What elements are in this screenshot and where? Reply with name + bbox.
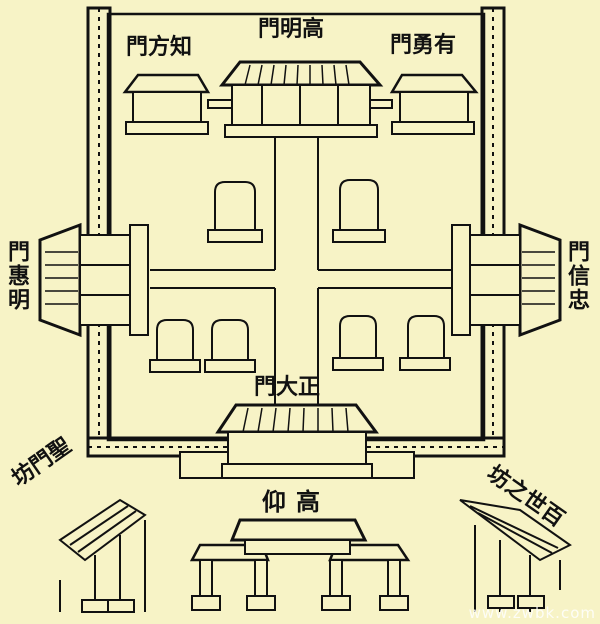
cross-paths	[150, 138, 455, 410]
north-left-gate-label: 門方知	[126, 34, 193, 60]
south-arch-label: 仰高	[262, 487, 330, 516]
southeast-pavilion-building	[459, 499, 572, 612]
stele-group-upper	[207, 179, 386, 243]
south-arch-building	[189, 518, 411, 611]
north-right-gate-label: 門勇有	[390, 32, 457, 58]
west-wall	[86, 6, 112, 458]
north-left-gate-building	[122, 73, 233, 135]
west-gate-label: 門惠明	[4, 240, 30, 312]
south-main-gate-label: 門大正	[254, 374, 321, 400]
southwest-pavilion-building	[58, 498, 147, 613]
north-main-gate-label: 門明高	[258, 16, 325, 42]
west-gate-building	[38, 222, 149, 338]
watermark-text: www.zwbk.com	[468, 604, 596, 622]
north-right-gate-building	[369, 73, 479, 135]
east-wall	[480, 6, 506, 458]
east-gate-label: 門信忠	[564, 240, 590, 312]
north-main-gate-building	[218, 60, 384, 138]
east-gate-building	[451, 222, 562, 338]
south-main-gate-building	[179, 403, 415, 479]
stele-group-lower	[149, 315, 451, 373]
